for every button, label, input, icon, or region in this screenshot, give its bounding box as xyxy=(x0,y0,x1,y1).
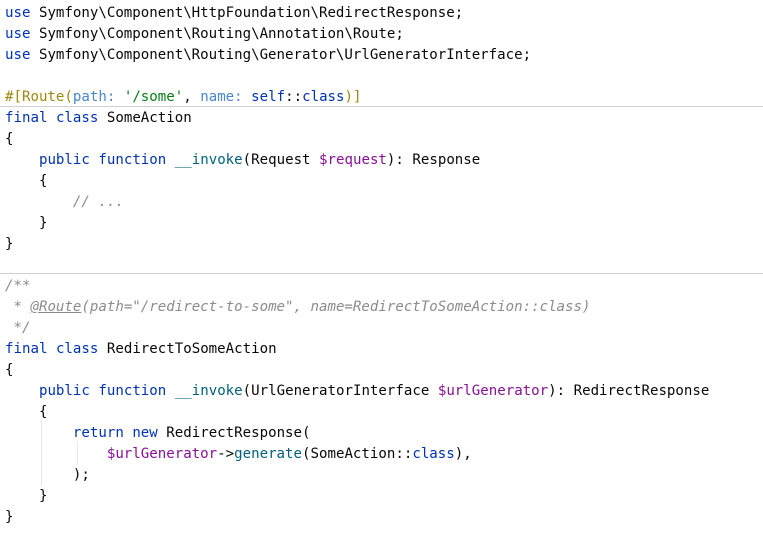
code-token: function xyxy=(98,383,167,399)
code-token: } xyxy=(5,215,48,231)
code-token xyxy=(47,341,56,357)
code-token: } xyxy=(5,488,48,504)
code-token: ), xyxy=(454,446,472,462)
code-token: Symfony\Component\HttpFoundation\Redirec… xyxy=(30,5,464,21)
code-token: $urlGenerator xyxy=(437,383,549,399)
code-token: */ xyxy=(5,320,31,336)
code-token: class xyxy=(55,341,99,357)
code-line[interactable]: { xyxy=(5,402,48,423)
code-line[interactable]: public function __invoke(Request $reques… xyxy=(5,150,480,171)
code-token xyxy=(166,152,175,168)
code-line[interactable]: use Symfony\Component\HttpFoundation\Red… xyxy=(5,3,463,24)
indent-guide xyxy=(41,420,42,486)
code-token xyxy=(115,89,124,105)
code-token: (Request xyxy=(242,152,320,168)
code-token: function xyxy=(98,152,167,168)
code-token: '/some' xyxy=(123,89,184,105)
code-token: use xyxy=(5,26,31,42)
code-line[interactable]: } xyxy=(5,213,48,234)
method-separator xyxy=(0,273,763,274)
code-token: -> xyxy=(217,446,235,462)
code-token: class xyxy=(302,89,345,105)
code-token: { xyxy=(5,404,48,420)
code-line[interactable]: */ xyxy=(5,318,30,339)
code-token: name: xyxy=(200,89,243,105)
code-line[interactable]: } xyxy=(5,234,14,255)
code-token xyxy=(5,383,39,399)
code-token: { xyxy=(5,173,48,189)
code-token: @Route xyxy=(30,299,82,315)
code-token: $request xyxy=(319,152,387,168)
code-line[interactable]: public function __invoke(UrlGeneratorInt… xyxy=(5,381,709,402)
code-token: __invoke xyxy=(174,152,243,168)
code-line[interactable]: final class SomeAction xyxy=(5,108,192,129)
code-line[interactable]: { xyxy=(5,129,14,150)
code-token: class xyxy=(412,446,455,462)
code-token: new xyxy=(132,425,158,441)
code-token: use xyxy=(5,47,31,63)
code-token: #[Route( xyxy=(5,89,73,105)
code-token: RedirectResponse( xyxy=(157,425,311,441)
code-line[interactable]: /** xyxy=(5,276,30,297)
code-token: )] xyxy=(344,89,362,105)
code-token: final xyxy=(5,341,48,357)
code-token: Symfony\Component\Routing\Generator\UrlG… xyxy=(30,47,532,63)
code-line[interactable]: } xyxy=(5,507,14,528)
code-token: { xyxy=(5,362,14,378)
code-line[interactable]: $urlGenerator->generate(SomeAction::clas… xyxy=(5,444,472,465)
code-token: return xyxy=(72,425,124,441)
code-line[interactable]: use Symfony\Component\Routing\Annotation… xyxy=(5,24,404,45)
code-line[interactable]: { xyxy=(5,171,48,192)
code-token: ): Response xyxy=(386,152,481,168)
code-line[interactable]: return new RedirectResponse( xyxy=(5,423,311,444)
code-line[interactable]: use Symfony\Component\Routing\Generator\… xyxy=(5,45,531,66)
code-token: } xyxy=(5,236,14,252)
code-token: class xyxy=(55,110,99,126)
code-token xyxy=(166,383,175,399)
code-token: // ... xyxy=(72,194,124,210)
code-token: self xyxy=(251,89,286,105)
code-token: (SomeAction:: xyxy=(302,446,413,462)
code-token: RedirectToSomeAction xyxy=(98,341,277,357)
code-token: $urlGenerator xyxy=(106,446,218,462)
code-token xyxy=(5,446,107,462)
code-token: , xyxy=(183,89,201,105)
code-token: SomeAction xyxy=(98,110,192,126)
code-line[interactable]: final class RedirectToSomeAction xyxy=(5,339,277,360)
code-token: } xyxy=(5,509,14,525)
code-token: * xyxy=(5,299,31,315)
code-token xyxy=(5,194,73,210)
code-token: { xyxy=(5,131,14,147)
method-separator xyxy=(0,106,763,107)
code-token xyxy=(5,152,39,168)
code-token: generate xyxy=(234,446,303,462)
code-line[interactable]: ); xyxy=(5,465,90,486)
code-token: public xyxy=(38,383,90,399)
code-token: ): RedirectResponse xyxy=(548,383,710,399)
code-token: public xyxy=(38,152,90,168)
code-line[interactable]: { xyxy=(5,360,14,381)
code-line[interactable]: #[Route(path: '/some', name: self::class… xyxy=(5,87,362,108)
code-token: /** xyxy=(5,278,31,294)
code-line[interactable]: * @Route(path="/redirect-to-some", name=… xyxy=(5,297,591,318)
code-line[interactable]: // ... xyxy=(5,192,124,213)
indent-guide xyxy=(77,441,78,465)
code-token xyxy=(243,89,252,105)
code-token: :: xyxy=(285,89,303,105)
code-token: (UrlGeneratorInterface xyxy=(242,383,438,399)
code-token: (path="/redirect-to-some", name=Redirect… xyxy=(81,299,591,315)
code-token: use xyxy=(5,5,31,21)
code-token: path: xyxy=(72,89,116,105)
code-token: ); xyxy=(5,467,90,483)
code-token: final xyxy=(5,110,48,126)
code-token: Symfony\Component\Routing\Annotation\Rou… xyxy=(30,26,404,42)
code-token: __invoke xyxy=(174,383,243,399)
code-token xyxy=(5,425,73,441)
code-line[interactable]: } xyxy=(5,486,48,507)
code-token xyxy=(47,110,56,126)
